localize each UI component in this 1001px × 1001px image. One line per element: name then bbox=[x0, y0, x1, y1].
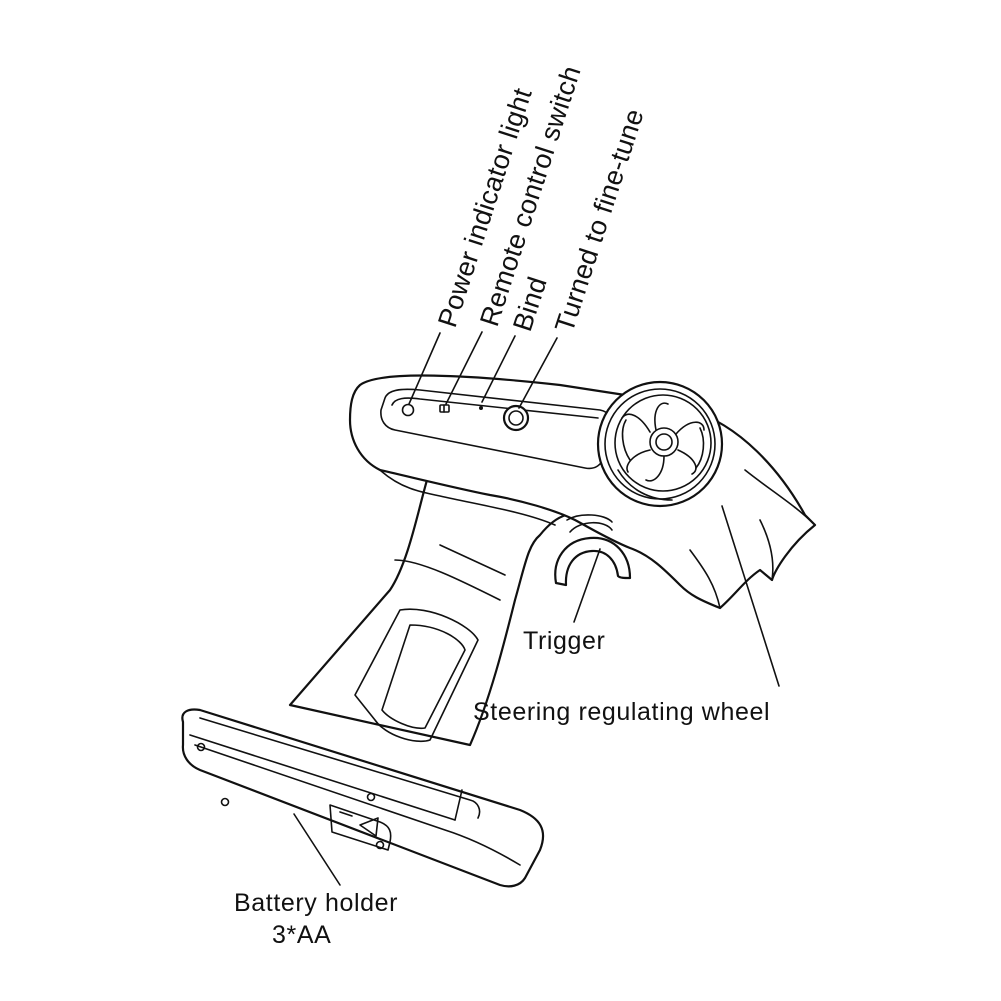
trigger-part bbox=[554, 514, 632, 587]
grip-highlight bbox=[439, 544, 506, 576]
fine-tune-knob-inner bbox=[508, 410, 524, 426]
bind-hole bbox=[479, 406, 483, 410]
grip-inner-edge bbox=[394, 559, 501, 601]
leader-remote bbox=[445, 331, 483, 405]
leader-steering bbox=[721, 505, 780, 687]
battery-holder-part bbox=[181, 708, 545, 888]
power-led bbox=[401, 403, 415, 417]
grip-recess bbox=[354, 608, 479, 743]
head-underside bbox=[379, 469, 556, 526]
label-battery-holder: Battery holder bbox=[234, 889, 398, 917]
label-trigger: Trigger bbox=[523, 627, 605, 655]
top-panel-inner bbox=[391, 397, 599, 419]
head-right-flare bbox=[689, 549, 721, 609]
head-rim bbox=[744, 469, 816, 526]
leader-battery bbox=[293, 813, 341, 886]
grip-body bbox=[288, 468, 568, 747]
label-battery-spec: 3*AA bbox=[272, 921, 331, 949]
leader-fine-tune bbox=[518, 337, 558, 409]
steering-wheel bbox=[596, 380, 724, 508]
leader-trigger bbox=[573, 548, 601, 623]
label-steering-wheel: Steering regulating wheel bbox=[473, 698, 770, 726]
leader-power bbox=[408, 332, 441, 405]
grip-recess-inner bbox=[381, 624, 466, 730]
leader-bind bbox=[481, 335, 516, 403]
transmitter-illustration bbox=[181, 374, 817, 888]
head-right-flare-2 bbox=[759, 519, 774, 581]
leader-lines bbox=[293, 331, 780, 886]
fine-tune-knob bbox=[502, 404, 530, 432]
